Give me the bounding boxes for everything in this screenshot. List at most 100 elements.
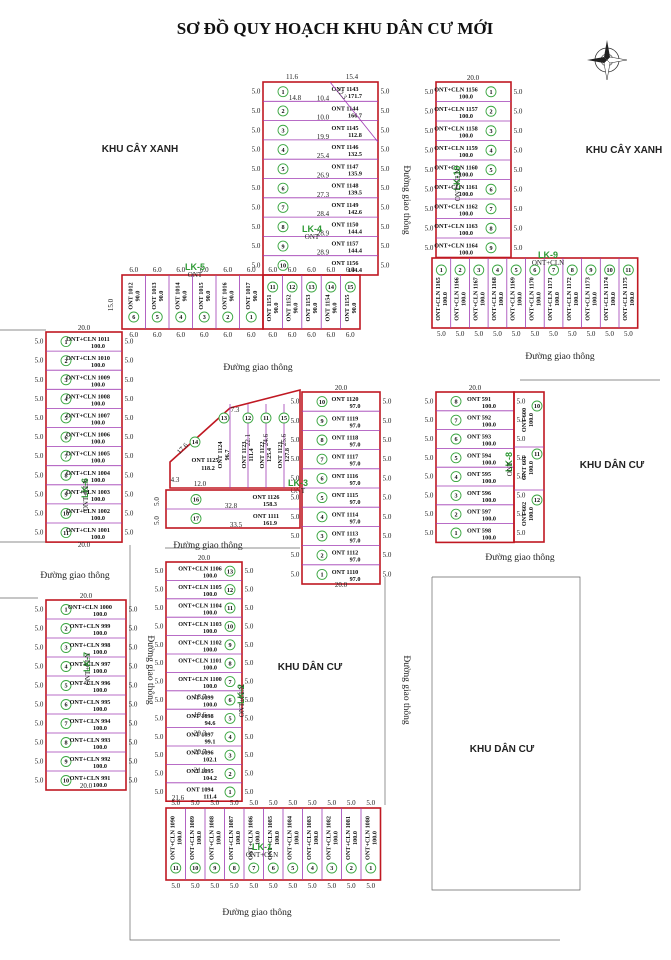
lot-area: 171.7 bbox=[348, 93, 362, 100]
lot-number-marker bbox=[531, 494, 543, 506]
lot-area: 100.0 bbox=[254, 831, 261, 845]
lot-area: 97.0 bbox=[350, 499, 361, 506]
lot-area: 100.0 bbox=[91, 515, 105, 522]
lot-divider bbox=[329, 81, 379, 143]
lot-frontage-dim: 5.0 bbox=[381, 165, 390, 173]
lot-number: 4 bbox=[311, 865, 314, 872]
lot-frontage-dim: 6.0 bbox=[247, 331, 256, 339]
lot-code: ONT+CLN 998 bbox=[70, 642, 111, 649]
lot-area: 100.0 bbox=[482, 422, 496, 429]
block-label: LK-10 bbox=[452, 165, 462, 190]
lot-number: 10 bbox=[192, 865, 198, 872]
lot-area: 142.6 bbox=[348, 209, 362, 216]
lot-number: 13 bbox=[221, 415, 227, 422]
lot-frontage-dim: 5.0 bbox=[383, 532, 392, 540]
lot-number-marker bbox=[277, 240, 289, 252]
lot-code: ONT+CLN 1083 bbox=[306, 816, 313, 860]
lot-frontage-dim: 6.0 bbox=[200, 331, 209, 339]
lot-number-marker bbox=[60, 623, 72, 634]
lot-area: 100.0 bbox=[93, 725, 107, 732]
lot-area: 100.0 bbox=[93, 611, 107, 618]
lot-frontage-dim: 5.0 bbox=[514, 146, 523, 154]
lot-area: 100.0 bbox=[93, 706, 107, 713]
lot-area: 100.0 bbox=[196, 831, 203, 845]
lot-frontage-dim: 5.0 bbox=[35, 606, 44, 614]
lot-code: ONT+CLN 1085 bbox=[267, 816, 274, 860]
lot-number-marker bbox=[325, 281, 337, 293]
lot-frontage-dim: 5.0 bbox=[155, 641, 164, 649]
lot-code: ONT 1015 bbox=[198, 282, 205, 309]
lot-frontage-dim: 5.0 bbox=[381, 242, 390, 250]
lot-number: 6 bbox=[228, 697, 231, 704]
lot-code: ONT+CLN 1081 bbox=[345, 816, 352, 860]
lot-number: 7 bbox=[252, 865, 255, 872]
lot-frontage-dim: 5.0 bbox=[125, 395, 134, 403]
lot-code: ONT+CLN 1173 bbox=[584, 277, 591, 321]
lot-number: 8 bbox=[320, 437, 323, 444]
lot-code: ONT+CLN 1086 bbox=[247, 816, 254, 860]
lot-frontage-dim: 6.0 bbox=[223, 266, 232, 274]
lot-frontage-dim: 5.0 bbox=[155, 770, 164, 778]
lot-number: 9 bbox=[489, 245, 492, 252]
block-label: LK-2 bbox=[236, 684, 246, 704]
lot-frontage-dim: 5.0 bbox=[425, 127, 434, 135]
lot-frontage-dim: 5.0 bbox=[155, 788, 164, 796]
lot-number-marker bbox=[60, 642, 72, 653]
lot-area: 102.1 bbox=[203, 757, 217, 764]
lot-number-marker bbox=[450, 452, 462, 464]
lot-frontage-dim: 5.0 bbox=[125, 376, 134, 384]
area-khu-dan-cu-lower: KHU DÂN CƯ bbox=[470, 742, 535, 755]
lot-number-marker bbox=[60, 355, 72, 367]
block-label: LK-8 bbox=[504, 452, 514, 472]
lot-code: ONT 1152 bbox=[286, 295, 293, 322]
lot-frontage-dim: 5.0 bbox=[245, 622, 254, 630]
lot-number-marker bbox=[485, 125, 497, 137]
lot-code: ONT 1126 bbox=[253, 494, 280, 501]
lot-area: 158.3 bbox=[263, 501, 277, 508]
lot-frontage-dim: 5.0 bbox=[425, 88, 434, 96]
lot-code: ONT+CLN 994 bbox=[70, 718, 111, 725]
lot-number: 1 bbox=[320, 572, 323, 579]
lot-area: 94.6 bbox=[205, 720, 216, 727]
lot-number-marker bbox=[435, 264, 447, 276]
lot-area: 100.0 bbox=[93, 630, 107, 637]
lot-number-marker bbox=[316, 530, 328, 542]
lot-frontage-dim: 5.0 bbox=[381, 223, 390, 231]
lk6-top-dim: 20.0 bbox=[78, 324, 91, 332]
lot-code: ONT 1153 bbox=[305, 295, 312, 322]
lot-number-marker bbox=[60, 604, 72, 615]
lot-number-marker bbox=[248, 862, 260, 874]
lot-number: 3 bbox=[64, 377, 67, 384]
lot-number: 7 bbox=[489, 206, 492, 213]
lot-frontage-dim: 5.0 bbox=[125, 509, 134, 517]
lot-code: ONT 1150 bbox=[332, 221, 359, 228]
lot-area: 139.5 bbox=[348, 190, 362, 197]
lot-area: 104.2 bbox=[203, 775, 217, 782]
lot-frontage-dim: 5.0 bbox=[381, 146, 390, 154]
lot-number-marker bbox=[454, 264, 466, 276]
lot-frontage-dim: 6.0 bbox=[223, 331, 232, 339]
lot-number: 3 bbox=[320, 533, 323, 540]
lot-number-marker bbox=[60, 488, 72, 500]
lot-number-marker bbox=[60, 756, 72, 767]
lot-area: 100.0 bbox=[459, 171, 473, 178]
lot-frontage-dim: 5.0 bbox=[155, 567, 164, 575]
lot-frontage-dim: 5.0 bbox=[252, 184, 261, 192]
lot-area: 90.0 bbox=[205, 291, 212, 302]
lot-frontage-dim: 5.0 bbox=[129, 682, 138, 690]
lot-number: 7 bbox=[454, 417, 457, 424]
lot-frontage-dim: 5.0 bbox=[125, 490, 134, 498]
lot-area: 100.0 bbox=[482, 459, 496, 466]
lot-frontage-dim: 5.0 bbox=[327, 799, 336, 807]
lot-number: 6 bbox=[320, 476, 323, 483]
lot-number: 6 bbox=[281, 185, 284, 192]
lot-number-marker bbox=[224, 731, 236, 743]
lot-code: ONT 1112 bbox=[332, 550, 359, 557]
lk7-bottom-dim: 20.0 bbox=[80, 782, 93, 790]
lot-code: ONT+CLN 1089 bbox=[189, 816, 196, 860]
lot-number-marker bbox=[277, 221, 289, 233]
lot-code: ONT+CLN 993 bbox=[70, 737, 111, 744]
lot-area: 97.0 bbox=[350, 518, 361, 525]
block-type-label: ONT+CLN bbox=[454, 169, 462, 201]
lot-code: ONT 1099 bbox=[186, 695, 213, 702]
